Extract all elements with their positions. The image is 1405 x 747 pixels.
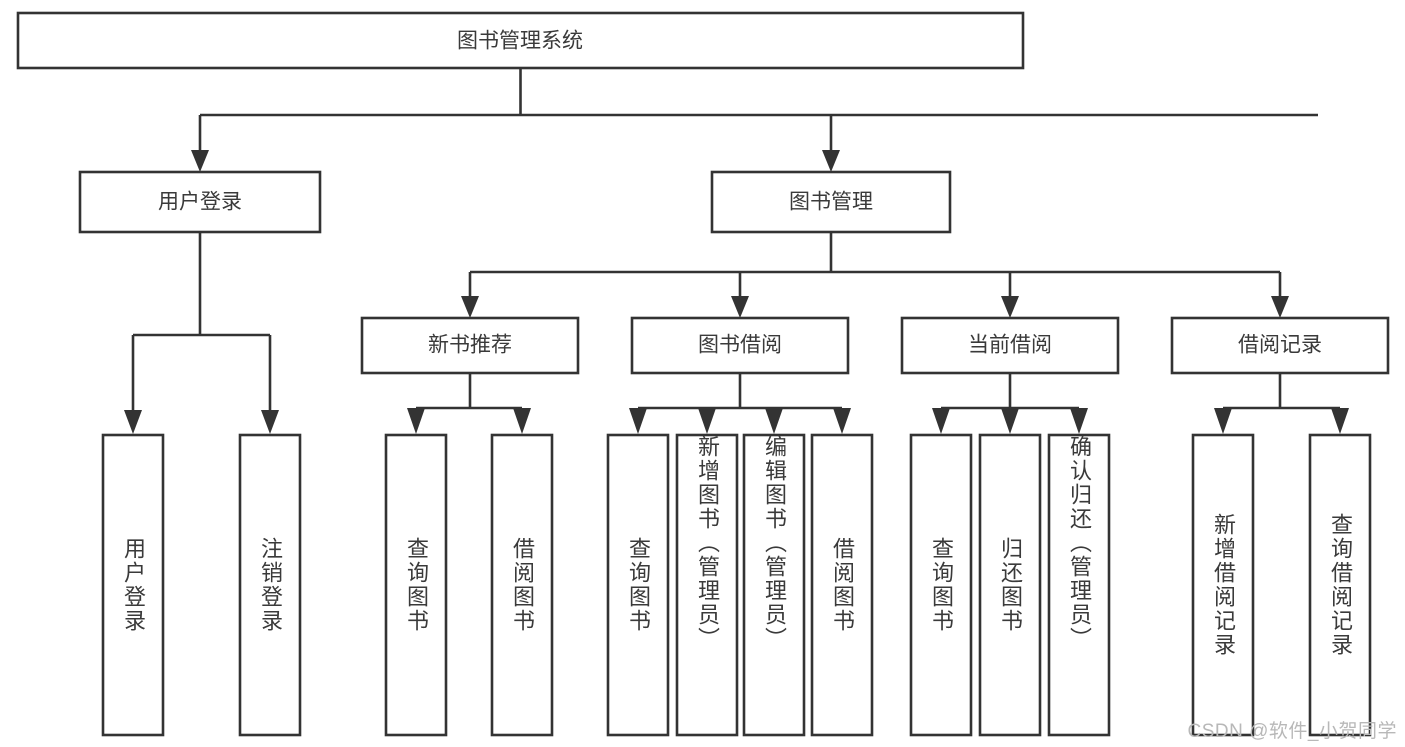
leaf-current-borrow-0[interactable] xyxy=(909,433,973,737)
node-new-book-rec[interactable] xyxy=(360,316,580,375)
node-book-borrow-label: 图书借阅 xyxy=(698,334,782,357)
arrow-borrow-record-leaf-1 xyxy=(1331,408,1349,434)
leaf-borrow-record-1[interactable] xyxy=(1308,433,1372,737)
arrow-current-borrow-leaf-1 xyxy=(1001,408,1019,434)
arrow-book-manage-to-borrow-record xyxy=(1271,296,1289,318)
node-layer: 图书管理系统 用户登录 图书管理 新书推荐 图书借阅 当前借阅 借阅记录 xyxy=(16,11,1390,737)
node-current-borrow[interactable] xyxy=(900,316,1120,375)
node-book-manage-label: 图书管理 xyxy=(789,191,873,214)
node-borrow-record[interactable] xyxy=(1170,316,1390,375)
leaf-current-borrow-1[interactable] xyxy=(978,433,1042,737)
arrow-book-manage-to-book-borrow xyxy=(731,296,749,318)
leaf-book-borrow-2[interactable] xyxy=(742,433,806,737)
leaf-borrow-record-0[interactable] xyxy=(1191,433,1255,737)
node-borrow-record-label: 借阅记录 xyxy=(1238,334,1322,357)
node-book-manage[interactable] xyxy=(710,170,952,234)
leaf-new-book-rec-1[interactable] xyxy=(490,433,554,737)
leaf-user-login-0[interactable] xyxy=(101,433,165,737)
arrow-new-book-rec-leaf-1 xyxy=(513,408,531,434)
connector-layer xyxy=(124,68,1349,434)
arrow-user-login-leaf-1 xyxy=(261,410,279,434)
leaf-new-book-rec-0[interactable] xyxy=(384,433,448,737)
arrow-current-borrow-leaf-0 xyxy=(932,408,950,434)
arrow-root-to-user-login xyxy=(191,150,209,172)
node-root[interactable] xyxy=(16,11,1025,70)
leaf-current-borrow-2[interactable] xyxy=(1047,433,1111,737)
leaf-book-borrow-1[interactable] xyxy=(675,433,739,737)
node-root-label: 图书管理系统 xyxy=(457,30,583,53)
arrow-new-book-rec-leaf-0 xyxy=(407,408,425,434)
arrow-book-borrow-leaf-0 xyxy=(629,408,647,434)
arrow-borrow-record-leaf-0 xyxy=(1214,408,1232,434)
node-current-borrow-label: 当前借阅 xyxy=(968,334,1052,357)
arrow-user-login-leaf-0 xyxy=(124,410,142,434)
node-user-login[interactable] xyxy=(78,170,322,234)
arrow-current-borrow-leaf-2 xyxy=(1070,408,1088,434)
arrow-book-borrow-leaf-1 xyxy=(698,408,716,434)
node-user-login-label: 用户登录 xyxy=(158,191,242,214)
node-book-borrow[interactable] xyxy=(630,316,850,375)
node-new-book-rec-label: 新书推荐 xyxy=(428,334,512,357)
arrow-book-borrow-leaf-3 xyxy=(833,408,851,434)
arrow-book-manage-to-current-borrow xyxy=(1001,296,1019,318)
watermark-text: CSDN @软件_小贺同学 xyxy=(1187,721,1397,742)
leaf-book-borrow-0[interactable] xyxy=(606,433,670,737)
leaf-book-borrow-3[interactable] xyxy=(810,433,874,737)
arrow-root-to-book-manage xyxy=(822,150,840,172)
arrow-book-manage-to-new-book-rec xyxy=(461,296,479,318)
arrow-book-borrow-leaf-2 xyxy=(765,408,783,434)
leaf-user-login-1[interactable] xyxy=(238,433,302,737)
